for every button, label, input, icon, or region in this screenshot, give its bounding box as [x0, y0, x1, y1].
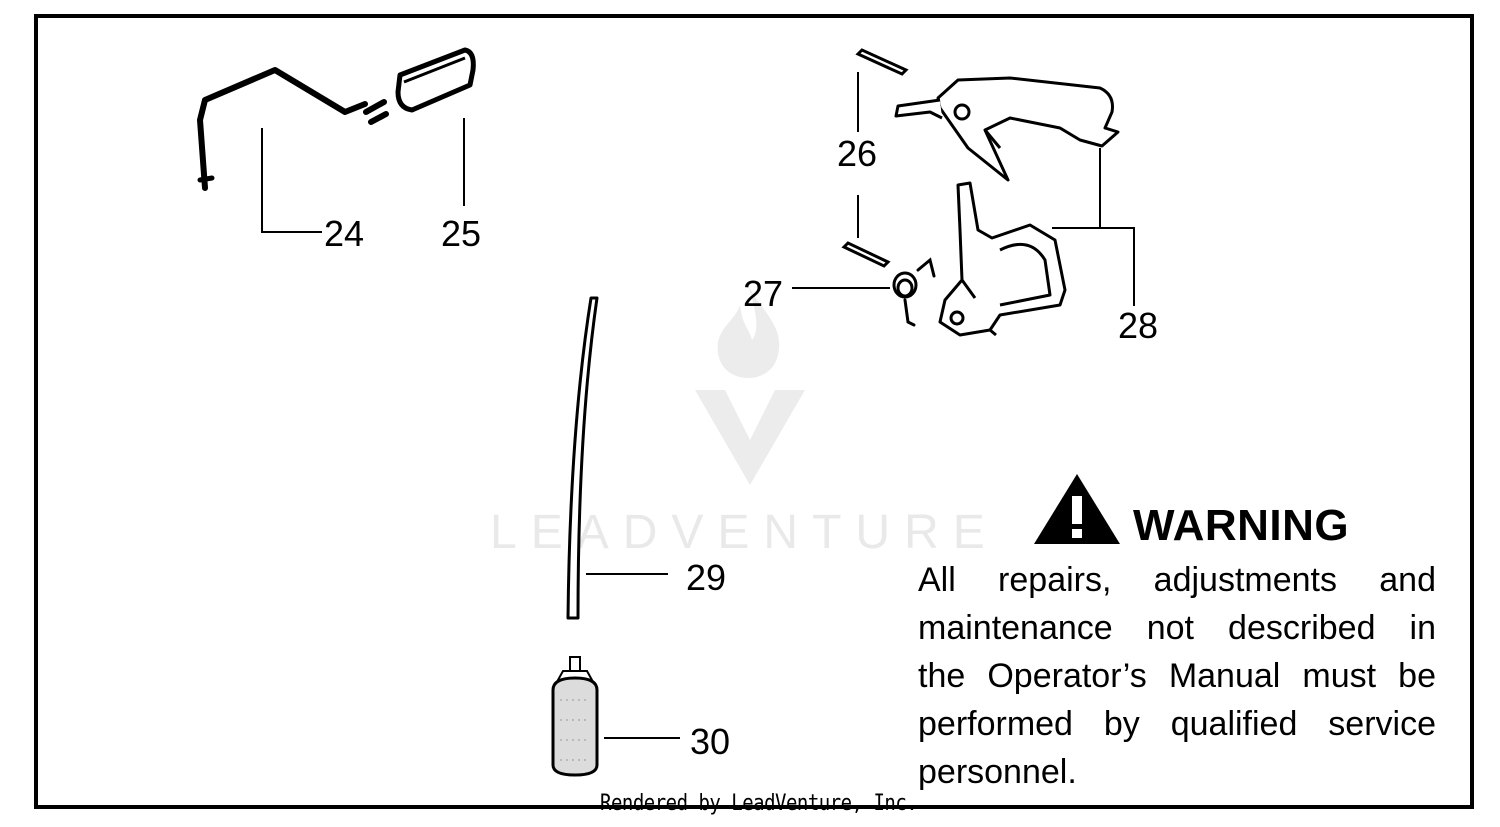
part-24-rod	[197, 67, 389, 191]
part-25-grip	[395, 47, 476, 113]
callout-30: 30	[690, 721, 731, 762]
warning-line-4: performed by qualified service	[918, 705, 1436, 743]
warning-triangle-icon	[1034, 474, 1120, 544]
callout-27: 27	[743, 273, 784, 314]
callout-28: 28	[1118, 305, 1159, 346]
part-28-lever-lower	[938, 181, 1067, 337]
warning-line-2: maintenance not described in	[918, 609, 1436, 647]
warning-line-5: personnel.	[918, 753, 1077, 791]
callout-26: 26	[837, 133, 878, 174]
part-26-pins	[841, 48, 909, 268]
part-29-hose	[566, 296, 599, 620]
rendered-by-footer: Rendered by LeadVenture, Inc.	[600, 790, 918, 816]
part-28-lever-upper	[894, 76, 1120, 182]
callout-29: 29	[686, 557, 727, 598]
leadventure-logo-watermark	[695, 285, 805, 485]
diagram-frame	[34, 14, 1474, 809]
warning-line-3: the Operator’s Manual must be	[918, 657, 1436, 695]
warning-line-1: All repairs, adjustments and	[918, 561, 1436, 599]
warning-text: All repairs, adjustments and maintenance…	[918, 556, 1436, 796]
callout-25: 25	[441, 213, 482, 254]
part-30-filter	[551, 656, 599, 777]
leader-24	[261, 128, 322, 233]
warning-title: WARNING	[1133, 501, 1350, 550]
callout-24: 24	[324, 213, 365, 254]
leader-28	[1099, 148, 1135, 306]
part-27-spring	[892, 257, 936, 327]
